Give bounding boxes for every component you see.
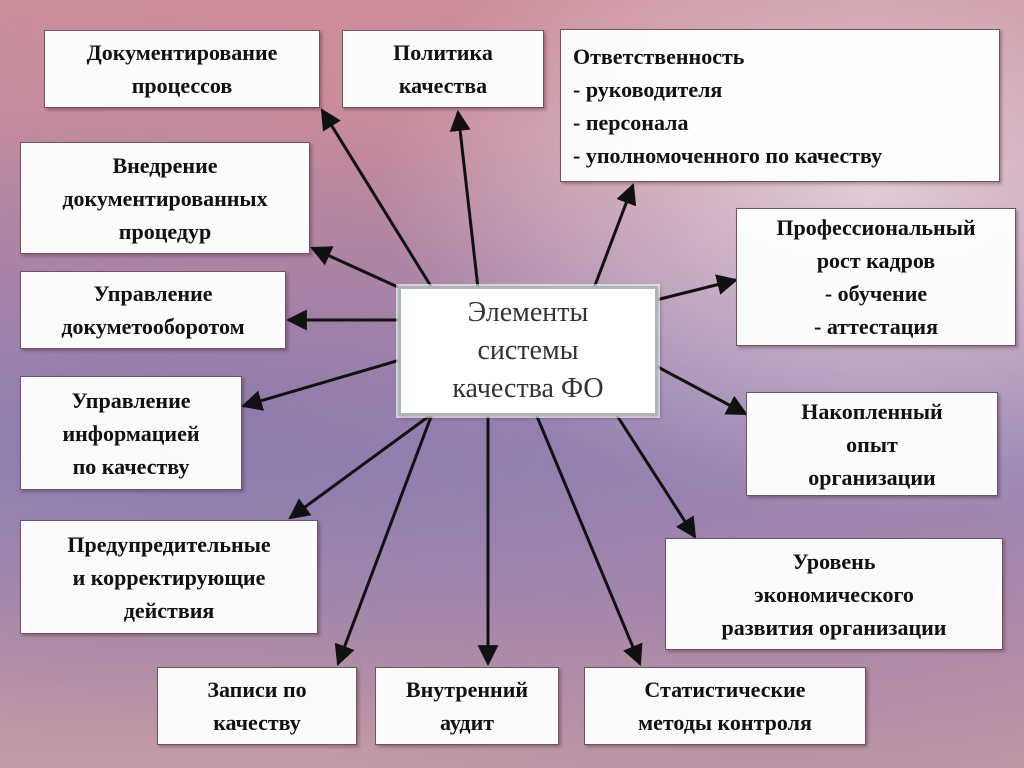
node-implementation: Внедрение документированных процедур [20, 142, 310, 254]
node-line: Управление [93, 281, 213, 306]
node-doc-flow: Управление докуметооборотом [20, 271, 286, 349]
node-quality-policy: Политика качества [342, 30, 544, 108]
arrow-quality-policy [449, 109, 480, 289]
arrow-preventive [288, 412, 433, 520]
node-line: Уровень [792, 548, 876, 574]
node-experience: Накопленный опыт организации [746, 392, 998, 496]
arrow-implementation [310, 246, 401, 290]
arrow-records [334, 413, 434, 666]
node-line: Внедрение [112, 152, 218, 178]
node-line: - уполномоченного по качеству [573, 142, 883, 168]
node-internal-audit: Внутренний аудит [375, 667, 559, 745]
arrow-responsibility [592, 183, 637, 289]
arrow-economic [614, 413, 697, 539]
node-line: действия [123, 597, 215, 623]
node-line: - обучение [824, 281, 928, 306]
arrow-professional [655, 274, 739, 302]
node-line: качеству [213, 710, 301, 735]
node-line: докуметооборотом [61, 314, 245, 339]
node-line: качества [398, 73, 488, 98]
node-line: опыт [846, 431, 898, 457]
node-line: Записи по [207, 677, 307, 702]
node-line: информацией [62, 420, 200, 446]
node-line: экономического [754, 581, 914, 607]
arrow-info-management [240, 358, 401, 411]
node-line: Управление [71, 387, 191, 413]
node-line: Профессиональный [776, 215, 976, 240]
node-line: - персонала [573, 109, 689, 135]
node-line: процессов [131, 73, 233, 98]
node-line: Политика [393, 40, 493, 65]
node-statistical: Статистические методы контроля [584, 667, 866, 745]
node-line: аудит [439, 710, 495, 735]
node-line: Предупредительные [67, 531, 271, 557]
node-responsibility: Ответственность - руководителя - персона… [560, 29, 1000, 182]
node-line: процедур [118, 218, 212, 244]
node-line: - руководителя [573, 76, 723, 102]
node-info-management: Управление информацией по качеству [20, 376, 242, 490]
node-line: рост кадров [816, 248, 936, 273]
node-records: Записи по качеству [157, 667, 357, 745]
node-line: - аттестация [814, 314, 938, 339]
node-line: по качеству [72, 453, 190, 479]
node-line: организации [808, 464, 936, 490]
center-line: Элементы [467, 297, 589, 328]
node-line: Накопленный [801, 398, 943, 424]
node-line: Статистические [644, 677, 806, 702]
node-line: документированных [62, 185, 268, 211]
center-line: системы [477, 335, 579, 366]
arrow-experience [655, 364, 748, 416]
node-doc-processes: Документирование процессов [44, 30, 320, 108]
node-economic: Уровень экономического развития организа… [665, 538, 1003, 650]
node-line: и корректирующие [72, 564, 266, 590]
node-line: Документирование [86, 40, 278, 65]
center-node: Элементы системы качества ФО [398, 286, 658, 416]
node-professional: Профессиональный рост кадров - обучение … [736, 208, 1016, 346]
node-line: развития организации [721, 614, 947, 640]
center-line: качества ФО [452, 373, 604, 404]
arrow-statistical [534, 413, 643, 666]
node-preventive: Предупредительные и корректирующие дейст… [20, 520, 318, 634]
node-line: Ответственность [573, 43, 745, 69]
node-line: Внутренний [405, 677, 529, 702]
arrow-doc-processes [320, 108, 434, 289]
node-line: методы контроля [638, 710, 812, 735]
